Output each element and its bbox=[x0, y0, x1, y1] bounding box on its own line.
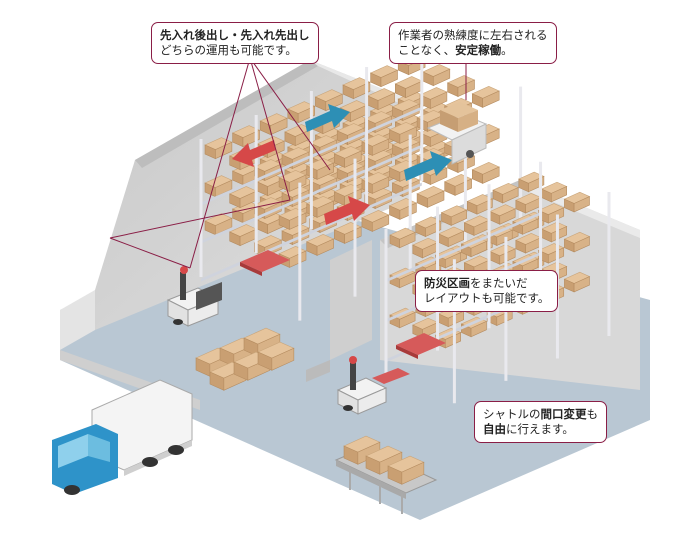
shuttle-carrier-icon bbox=[240, 250, 446, 359]
callout-fire-zone-text: をまたいだ bbox=[470, 276, 528, 290]
callout-shuttle-text-b: も bbox=[586, 407, 599, 421]
callout-stable-emphasis: 安定稼働 bbox=[455, 43, 502, 57]
fire-zone-divider-wall bbox=[306, 240, 372, 382]
callout-stable-period: 。 bbox=[501, 43, 513, 57]
callout-fire-zone-line1: 防災区画をまたいだ bbox=[424, 276, 549, 291]
callout-fifo-lifo: 先入れ後出し・先入れ先出し どちらの運用も可能です。 bbox=[151, 22, 319, 64]
conveyor-boxes bbox=[343, 435, 425, 485]
flow-arrows bbox=[232, 104, 452, 225]
truck-icon bbox=[52, 379, 193, 495]
callout-leaders bbox=[109, 57, 467, 269]
callout-fire-zone-line2: レイアウトも可能です。 bbox=[424, 291, 550, 305]
forklift-icon bbox=[166, 266, 222, 327]
storage-rack-left bbox=[199, 43, 523, 321]
callout-fire-zone: 防災区画をまたいだ レイアウトも可能です。 bbox=[415, 270, 559, 312]
callout-shuttle-text-a: シャトルの bbox=[483, 407, 541, 421]
callout-stable-text: ことなく、 bbox=[398, 43, 456, 57]
callout-stable-operation: 作業者の熟練度に左右される ことなく、安定稼働。 bbox=[389, 22, 557, 64]
callout-shuttle-line1: シャトルの間口変更も bbox=[483, 407, 598, 422]
callout-shuttle-line2: 自由に行えます。 bbox=[483, 422, 598, 437]
callout-shuttle: シャトルの間口変更も 自由に行えます。 bbox=[474, 401, 607, 443]
callout-fifo-lifo-title: 先入れ後出し・先入れ先出し bbox=[160, 28, 310, 42]
callout-shuttle-emphasis-b: 自由 bbox=[483, 422, 506, 436]
lift-unit bbox=[426, 102, 488, 165]
reach-truck-icon bbox=[336, 356, 410, 415]
callout-stable-line1: 作業者の熟練度に左右される bbox=[398, 28, 548, 42]
callout-shuttle-emphasis-a: 間口変更 bbox=[540, 407, 587, 421]
callout-fifo-lifo-text: どちらの運用も可能です。 bbox=[160, 43, 297, 57]
callout-shuttle-text-c: に行えます。 bbox=[506, 422, 574, 436]
callout-fire-zone-emphasis: 防災区画 bbox=[424, 276, 470, 290]
pallet-icon bbox=[195, 327, 295, 391]
callout-stable-line2: ことなく、安定稼働。 bbox=[398, 43, 548, 58]
